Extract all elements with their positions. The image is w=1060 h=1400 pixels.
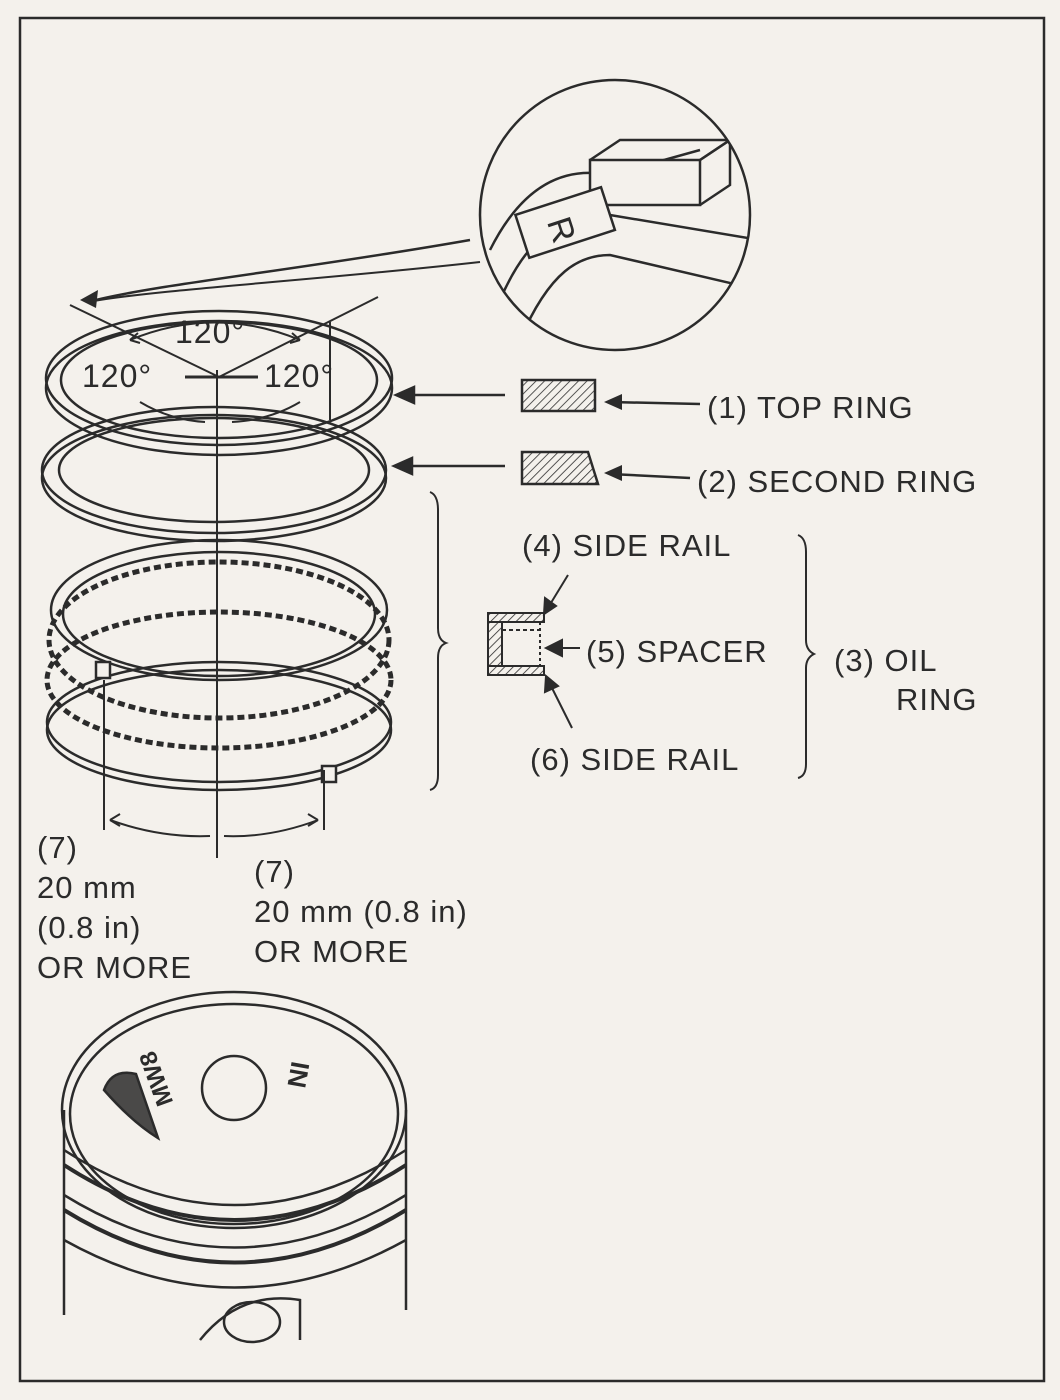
ring-pointer-arrows xyxy=(390,385,505,476)
label-second-ring: (2) SECOND RING xyxy=(697,464,978,499)
label-side-rail-upper: (4) SIDE RAIL xyxy=(522,528,732,563)
angle-label-top: 120° xyxy=(175,314,246,350)
angle-label-right: 120° xyxy=(264,358,335,394)
label-oil-ring-line1: (3) OIL xyxy=(834,643,938,678)
oil-ring-upper-rail xyxy=(49,538,389,682)
outer-frame xyxy=(18,16,1046,1383)
label-gap-right-ref: (7) xyxy=(254,854,295,889)
label-gap-right-mm: 20 mm (0.8 in) xyxy=(254,894,468,929)
label-spacer: (5) SPACER xyxy=(586,634,768,669)
label-gap-right-more: OR MORE xyxy=(254,934,410,969)
label-oil-ring-line2: RING xyxy=(896,682,978,717)
ring-gaps xyxy=(94,660,338,784)
label-gap-left-ref: (7) xyxy=(37,830,78,865)
label-gap-right: (7) 20 mm (0.8 in) OR MORE xyxy=(254,852,468,972)
angle-label-left: 120° xyxy=(82,358,153,394)
second-ring-cross-section xyxy=(520,450,691,486)
label-gap-left: (7) 20 mm (0.8 in) OR MORE xyxy=(37,828,192,988)
oil-ring-cross-section xyxy=(487,574,580,729)
piston-mark-right: IN xyxy=(281,1059,315,1090)
oil-ring-lower-rail xyxy=(45,660,393,792)
angle-lines xyxy=(69,296,379,423)
oil-ring-bracket-left xyxy=(429,491,449,791)
oil-ring-spacer xyxy=(44,559,394,751)
gap-dimension xyxy=(103,680,325,838)
piston xyxy=(60,990,408,1344)
label-gap-left-in: (0.8 in) xyxy=(37,910,142,945)
oil-ring-bracket-right xyxy=(797,534,817,779)
leader-arrowhead xyxy=(80,290,98,308)
magnifier-detail: R xyxy=(80,78,752,352)
top-ring-cross-section xyxy=(520,378,701,413)
label-side-rail-lower: (6) SIDE RAIL xyxy=(530,742,740,777)
label-gap-left-more: OR MORE xyxy=(37,950,193,985)
label-top-ring: (1) TOP RING xyxy=(707,390,914,425)
label-gap-left-mm: 20 mm xyxy=(37,870,137,905)
